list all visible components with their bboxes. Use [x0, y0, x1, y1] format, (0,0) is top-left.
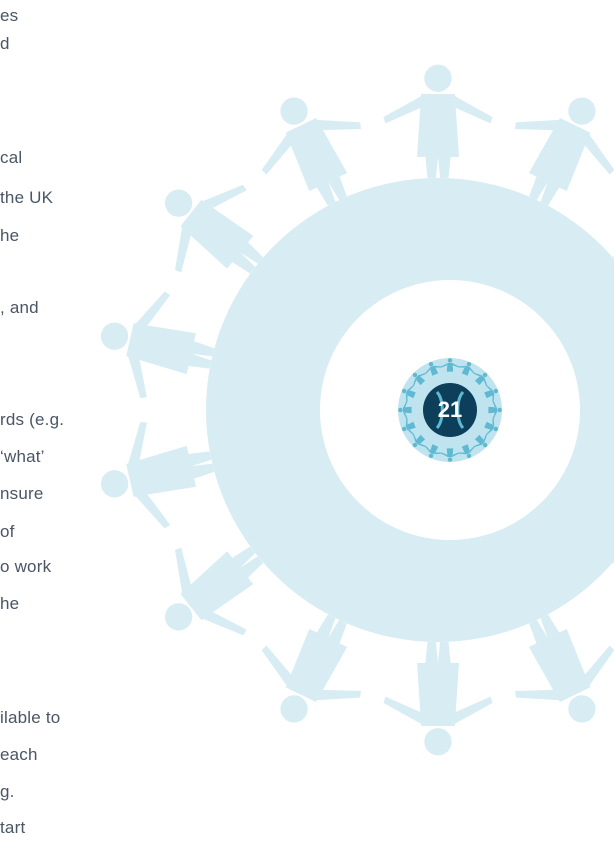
badge-person-silhouette	[458, 444, 475, 459]
badge-person-silhouette	[398, 401, 412, 419]
badge-logo	[398, 358, 502, 462]
badge-person-silhouette	[441, 358, 459, 372]
text-line: cal	[0, 148, 23, 167]
person-silhouette	[515, 97, 614, 206]
text-line: he	[0, 594, 20, 613]
badge-person-silhouette	[401, 385, 416, 402]
text-line: g.	[0, 782, 15, 801]
badge-person-silhouette	[484, 385, 499, 402]
text-line: the UK	[0, 188, 54, 207]
person-silhouette	[261, 97, 361, 206]
person-silhouette	[164, 184, 264, 274]
text-line: each	[0, 745, 38, 764]
badge-person-silhouette	[441, 448, 459, 462]
text-line: o work	[0, 557, 52, 576]
text-line: ‘what’	[0, 447, 45, 466]
badge-person-silhouette	[412, 434, 426, 448]
person-silhouette	[100, 421, 215, 529]
badge-person-silhouette	[484, 418, 499, 435]
person-silhouette	[261, 614, 361, 723]
badge-person-silhouette	[425, 444, 442, 459]
person-silhouette	[100, 291, 215, 399]
text-line: ilable to	[0, 708, 61, 727]
text-line: , and	[0, 298, 39, 317]
badge-person-silhouette	[401, 418, 416, 435]
person-silhouette	[383, 642, 493, 756]
badge-person-silhouette	[425, 361, 442, 376]
text-line: d	[0, 34, 10, 53]
badge-person-silhouette	[488, 401, 502, 419]
person-silhouette	[164, 546, 264, 636]
badge-person-silhouette	[474, 434, 488, 448]
badge-person-silhouette	[458, 361, 475, 376]
text-line: es	[0, 6, 19, 25]
badge-number: 21	[437, 397, 463, 422]
badge-person-silhouette	[412, 372, 426, 386]
person-silhouette	[515, 614, 614, 723]
text-line: he	[0, 226, 20, 245]
badge-person-silhouette	[474, 372, 488, 386]
text-line: tart	[0, 818, 26, 837]
person-silhouette	[383, 64, 493, 178]
text-line: of	[0, 522, 15, 541]
text-line: nsure	[0, 484, 44, 503]
text-line: rds (e.g.	[0, 410, 65, 429]
